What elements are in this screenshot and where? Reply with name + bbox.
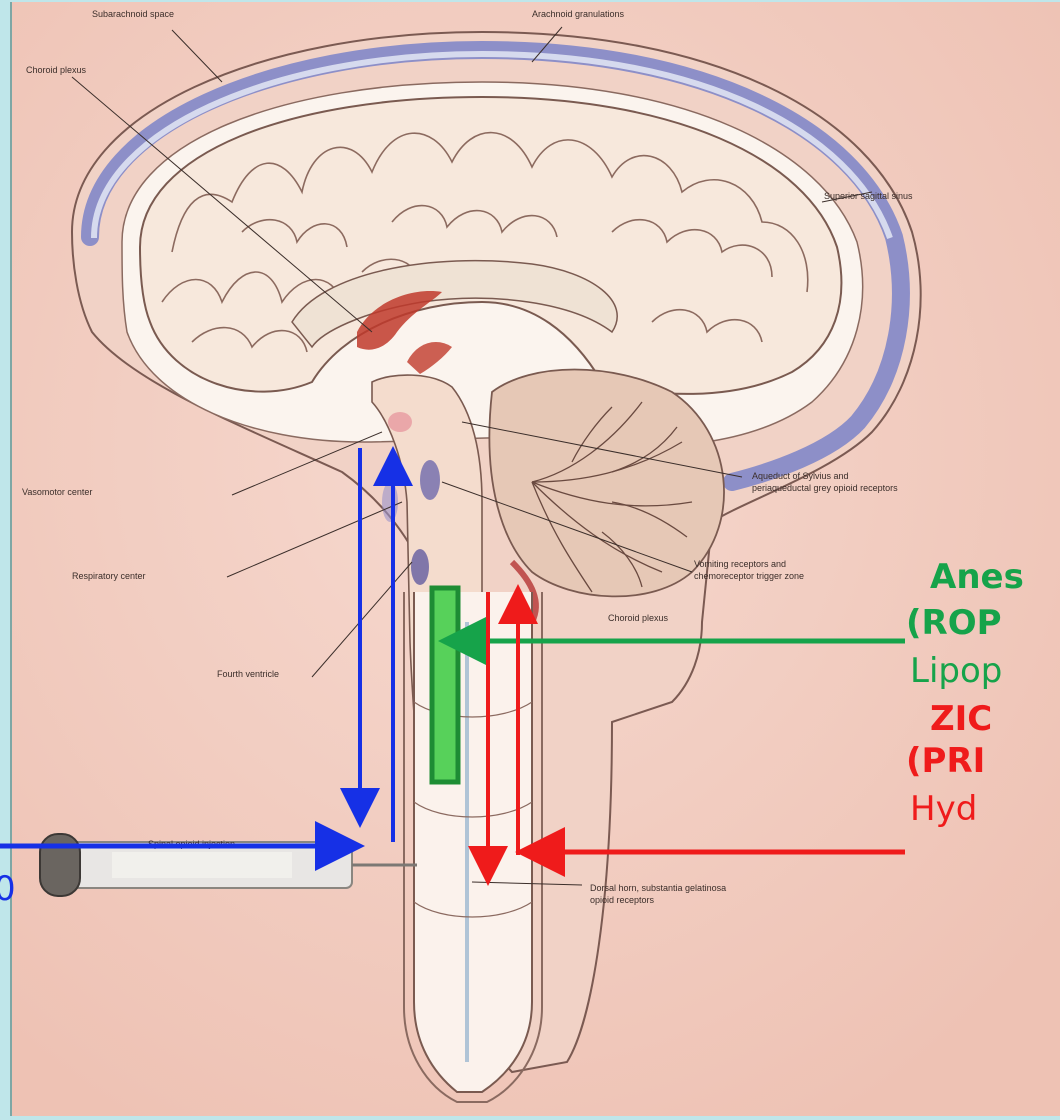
green-text-line2: (ROP <box>906 606 1002 640</box>
blue-text-fragment: 0 <box>0 872 16 906</box>
green-text-line1: Anes <box>930 560 1024 594</box>
lipophilic-zone-highlight <box>432 588 458 782</box>
red-text-line2: (PRI <box>906 744 985 778</box>
green-text-line3: Lipop <box>910 654 1002 688</box>
red-text-line1: ZIC <box>930 702 992 736</box>
red-text-line3: Hyd <box>910 792 977 826</box>
